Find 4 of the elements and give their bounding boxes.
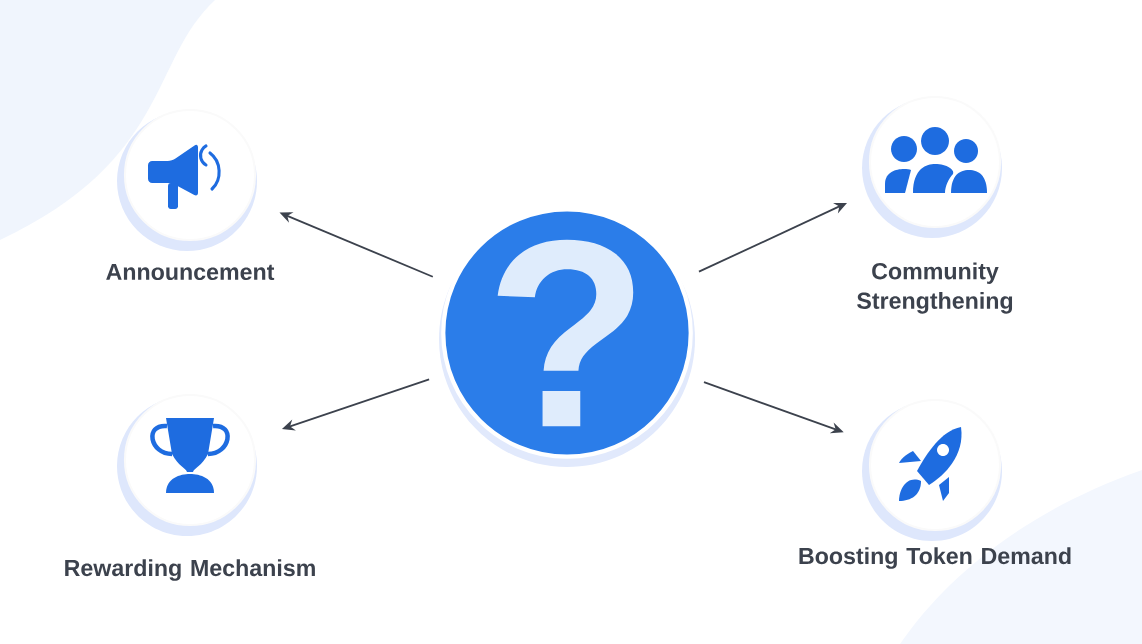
node-label: Boosting Token Demand	[799, 547, 1071, 569]
node-label: Rewarding Mechanism	[65, 559, 315, 581]
node-label: Announcement	[106, 263, 275, 281]
node-label: Community Strengthening	[857, 262, 1013, 314]
